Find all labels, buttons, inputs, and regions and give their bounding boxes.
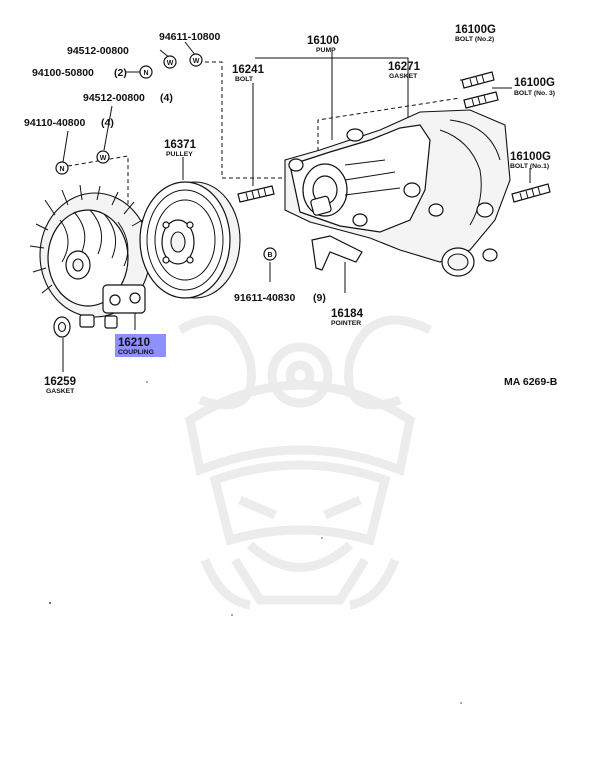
label-16210[interactable]: 16210 xyxy=(118,337,150,349)
fan-coupling-drawing xyxy=(29,184,151,329)
stud-bolt-16241-drawing xyxy=(237,185,275,203)
label-16100g-no1: 16100G xyxy=(510,151,551,163)
name-pump: PUMP xyxy=(316,47,336,54)
part-labels: 94611-10800 94512-00800 94100-50800 (2) … xyxy=(24,24,558,395)
svg-text:B: B xyxy=(267,252,272,259)
watermark-logo xyxy=(177,315,433,610)
label-16259: 16259 xyxy=(44,376,76,388)
label-16100g-no3: 16100G xyxy=(514,77,555,89)
nut-icon: N xyxy=(139,65,153,79)
name-gasket-16271: GASKET xyxy=(389,73,418,80)
svg-text:N: N xyxy=(143,70,148,77)
water-pump-drawing xyxy=(284,109,511,277)
gasket-16259-drawing xyxy=(53,316,71,338)
svg-text:W: W xyxy=(193,58,200,65)
name-bolt-no3: BOLT (No. 3) xyxy=(514,90,555,97)
scan-specks xyxy=(49,381,462,704)
nut-icon: N xyxy=(55,161,69,175)
label-16100: 16100 xyxy=(307,35,339,47)
label-16184: 16184 xyxy=(331,308,364,320)
pulley-drawing xyxy=(139,181,241,299)
bolt-16100g-no1-drawing xyxy=(511,183,551,203)
qty-94100-50800: (2) xyxy=(114,67,127,79)
label-16100g-no2: 16100G xyxy=(455,24,496,36)
pointer-drawing xyxy=(311,235,363,271)
label-16371: 16371 xyxy=(164,139,197,151)
washer-icon: W xyxy=(163,55,177,69)
svg-text:W: W xyxy=(167,60,174,67)
name-gasket-16259: GASKET xyxy=(46,388,75,395)
label-91611-40830: 91611-40830 xyxy=(234,292,295,304)
name-coupling: COUPLING xyxy=(118,349,154,356)
fastener-symbols: W W N W N B xyxy=(55,53,277,261)
svg-text:W: W xyxy=(100,155,107,162)
qty-94110-40800: (4) xyxy=(101,117,114,129)
label-94611-10800: 94611-10800 xyxy=(159,31,220,43)
name-bolt-16241: BOLT xyxy=(235,76,254,83)
bolt-16100g-no2-drawing xyxy=(461,71,495,89)
svg-text:N: N xyxy=(59,166,64,173)
qty-94512-00800-4: (4) xyxy=(160,92,173,104)
bolt-icon: B xyxy=(263,247,277,261)
name-bolt-no1: BOLT (No.1) xyxy=(510,163,549,170)
name-pulley: PULLEY xyxy=(166,151,193,158)
highlight-16210 xyxy=(115,334,166,357)
label-16241: 16241 xyxy=(232,64,265,76)
label-94512-00800-4: 94512-00800 xyxy=(83,92,145,104)
label-94100-50800: 94100-50800 xyxy=(32,67,94,79)
name-bolt-no2: BOLT (No.2) xyxy=(455,36,494,43)
washer-icon: W xyxy=(96,150,110,164)
name-pointer: POINTER xyxy=(331,320,361,327)
bolt-16100g-no3-drawing xyxy=(463,91,499,109)
label-16271: 16271 xyxy=(388,61,421,73)
qty-91611-40830: (9) xyxy=(313,292,326,304)
label-94512-00800: 94512-00800 xyxy=(67,45,129,57)
reference-code: MA 6269-B xyxy=(504,376,558,388)
washer-icon: W xyxy=(189,53,203,67)
label-94110-40800: 94110-40800 xyxy=(24,117,85,129)
